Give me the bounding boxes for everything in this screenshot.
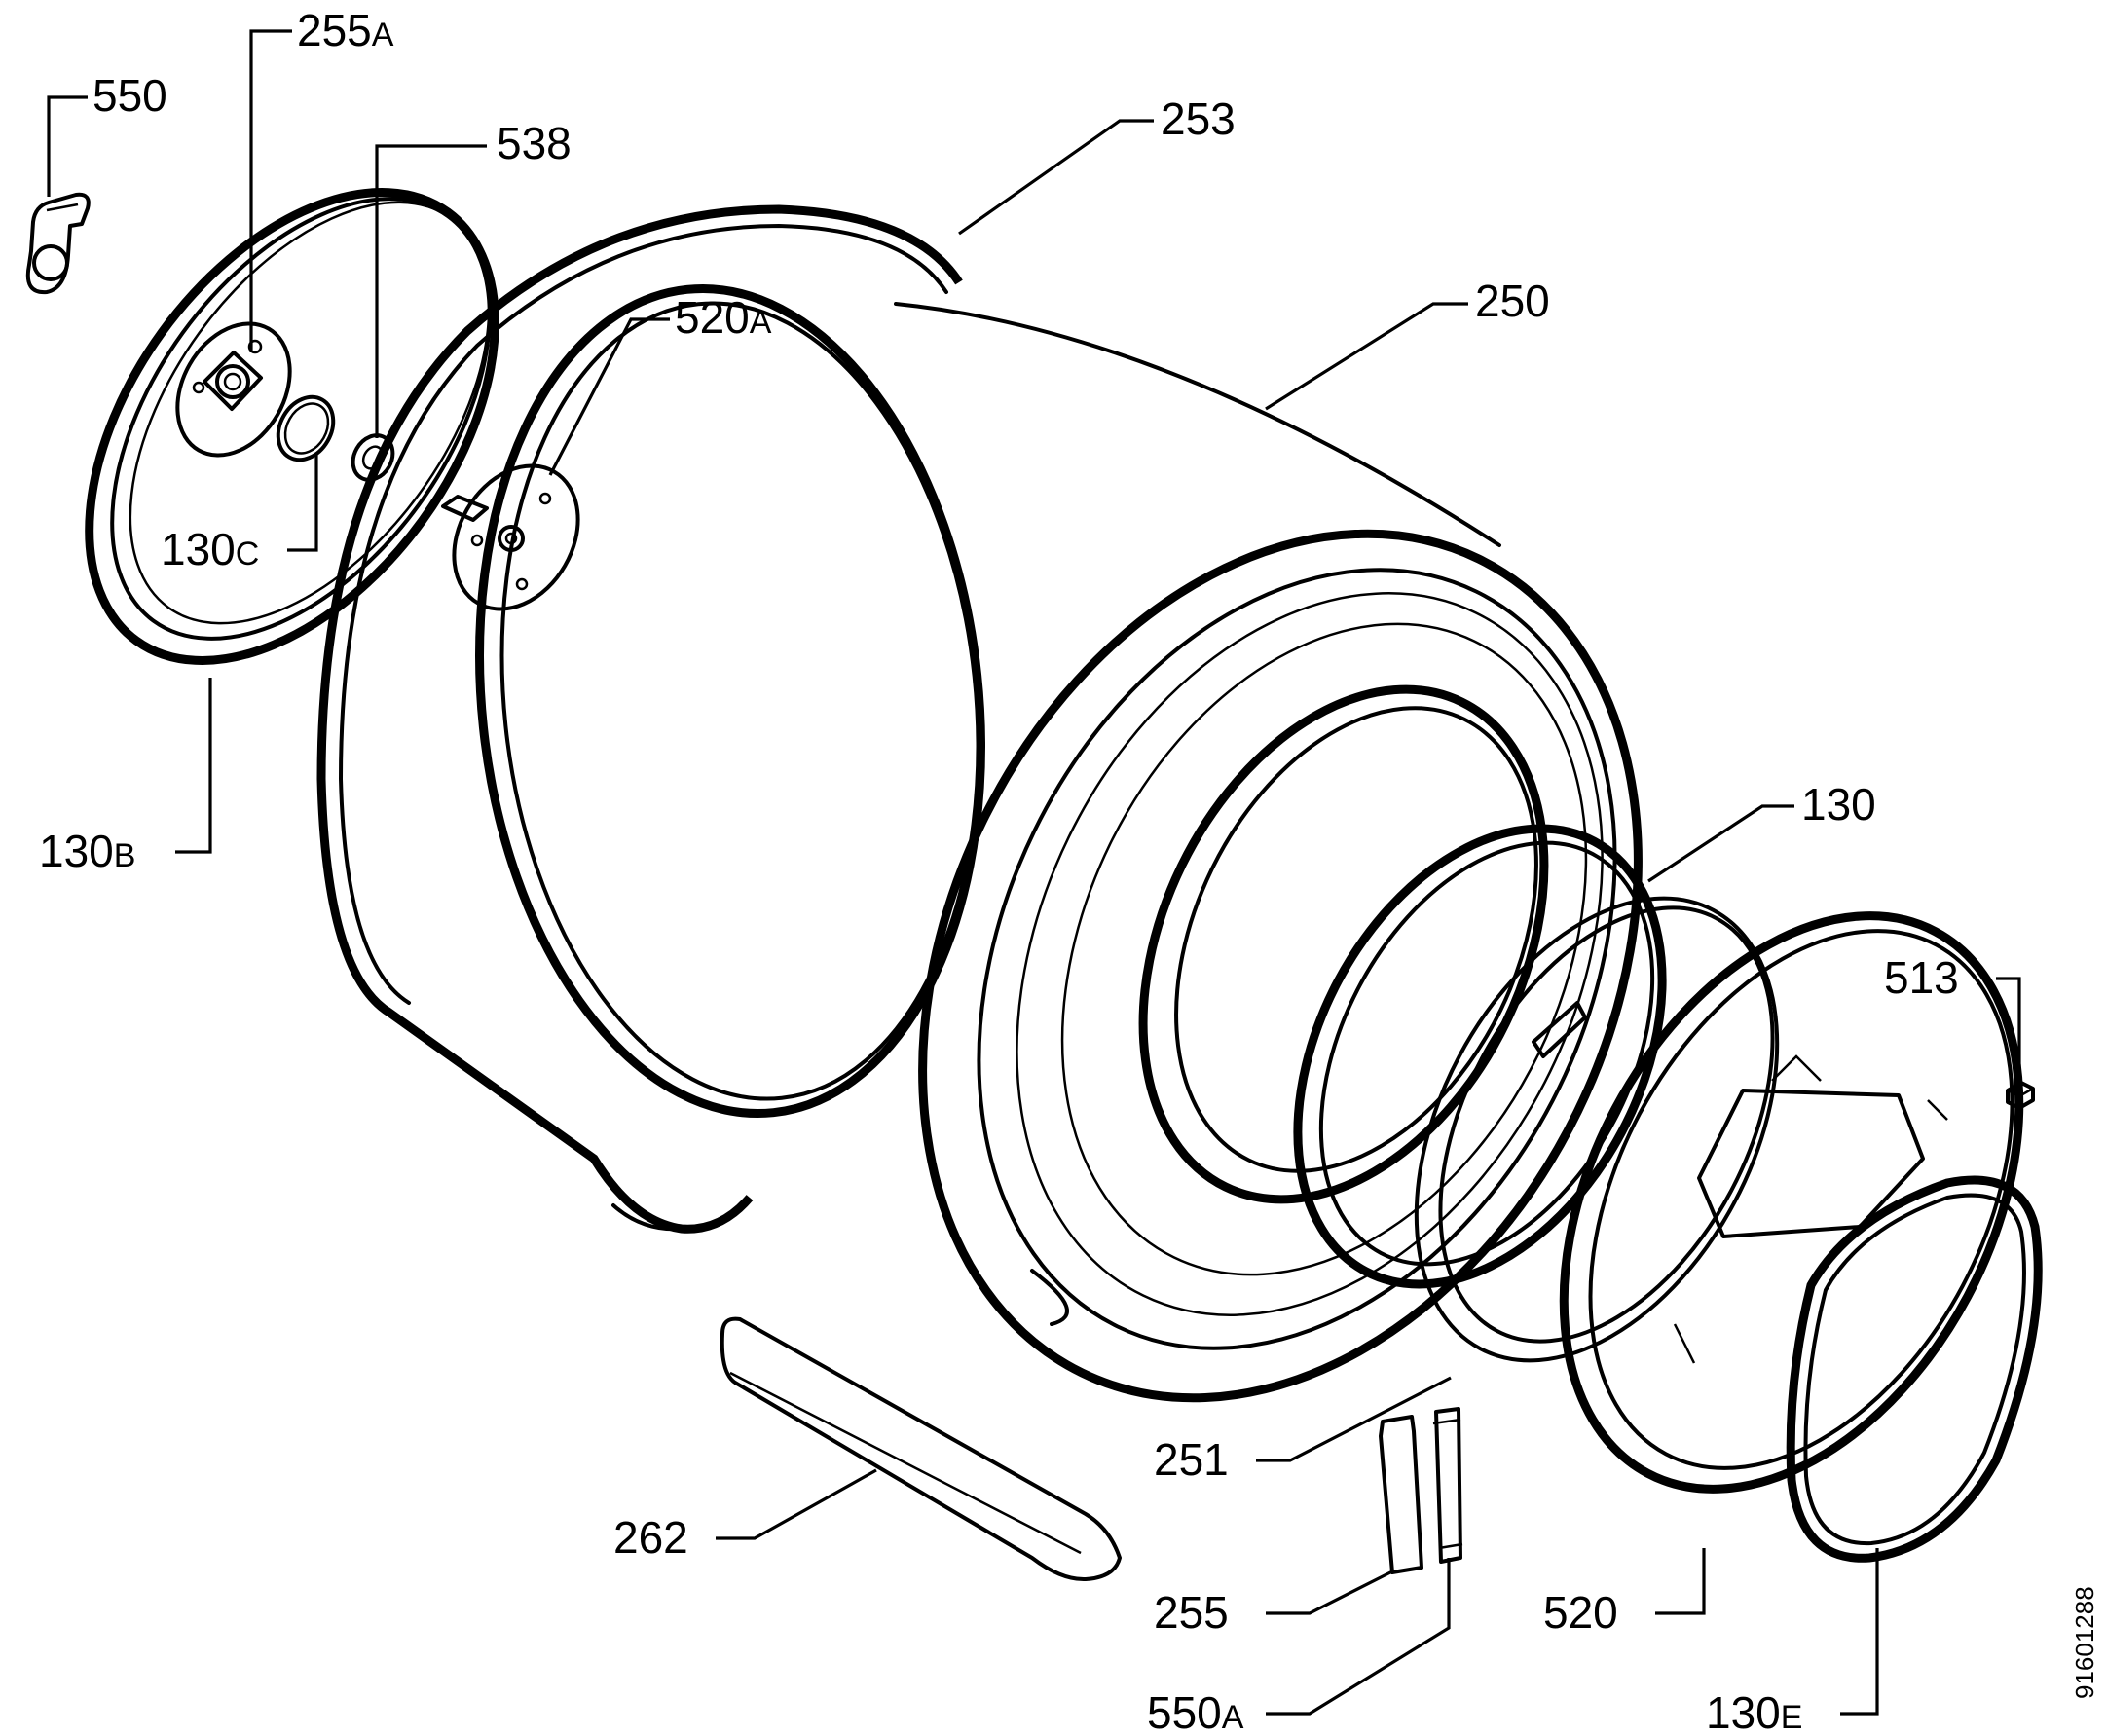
part-130-front-seal-ring xyxy=(1293,824,1667,1289)
part-253-rear-drum-section xyxy=(316,204,963,1234)
part-251-front-ring xyxy=(1414,896,1780,1363)
label-130-number: 130 xyxy=(1801,779,1876,830)
part-262-baffle xyxy=(720,1316,1122,1582)
part-130c-o-ring xyxy=(276,394,336,462)
label-513-number: 513 xyxy=(1884,952,1959,1003)
label-130c-suffix: C xyxy=(236,536,260,573)
label-130e-number: 130 xyxy=(1706,1687,1781,1736)
label-513: 513 xyxy=(1884,952,1959,1003)
part-255-bracket xyxy=(1379,1415,1423,1574)
part-130b-rear-seal-ring xyxy=(85,188,499,665)
svg-text:255A: 255A xyxy=(297,5,394,55)
svg-text:250: 250 xyxy=(1475,276,1550,326)
label-538: 538 xyxy=(497,118,572,168)
label-130c-number: 130 xyxy=(161,524,236,574)
part-513-small-block xyxy=(2006,1081,2035,1110)
label-130: 130 xyxy=(1801,779,1876,830)
label-130b-number: 130 xyxy=(39,826,114,876)
label-253: 253 xyxy=(1161,93,1236,144)
label-550a-suffix: A xyxy=(1222,1699,1244,1736)
label-550-number: 550 xyxy=(92,70,167,121)
label-255a-suffix: A xyxy=(372,17,394,54)
svg-text:251: 251 xyxy=(1154,1434,1229,1485)
svg-text:513: 513 xyxy=(1884,952,1959,1003)
drawing-reference-number: 91601288 xyxy=(2070,1586,2099,1699)
svg-text:520: 520 xyxy=(1543,1587,1618,1638)
part-550-clip xyxy=(25,192,91,295)
svg-text:130C: 130C xyxy=(161,524,259,574)
label-130b-suffix: B xyxy=(114,837,136,874)
svg-text:130B: 130B xyxy=(39,826,135,876)
leader-lines xyxy=(47,29,2021,1716)
svg-text:520A: 520A xyxy=(675,292,772,343)
svg-text:550: 550 xyxy=(92,70,167,121)
label-130e-suffix: E xyxy=(1781,1699,1803,1736)
svg-text:253: 253 xyxy=(1161,93,1236,144)
label-520a: 520A xyxy=(675,292,772,343)
label-520: 520 xyxy=(1543,1587,1618,1638)
label-520a-suffix: A xyxy=(750,304,772,341)
svg-text:130E: 130E xyxy=(1706,1687,1802,1736)
label-550: 550 xyxy=(92,70,167,121)
part-550a-strip xyxy=(1432,1407,1463,1564)
label-253-number: 253 xyxy=(1161,93,1236,144)
svg-text:538: 538 xyxy=(497,118,572,168)
part-130e-door-seal xyxy=(1786,1175,2043,1563)
label-262-number: 262 xyxy=(613,1512,688,1563)
part-255a-bearing-plate xyxy=(175,321,292,458)
label-520a-number: 520 xyxy=(675,292,750,343)
label-255-number: 255 xyxy=(1154,1587,1229,1638)
label-250: 250 xyxy=(1475,276,1550,326)
label-255a-number: 255 xyxy=(297,5,372,55)
label-251-number: 251 xyxy=(1154,1434,1229,1485)
label-550a: 550A xyxy=(1147,1687,1244,1736)
label-262: 262 xyxy=(613,1512,688,1563)
label-538-number: 538 xyxy=(497,118,572,168)
label-130b: 130B xyxy=(39,826,135,876)
label-255: 255 xyxy=(1154,1587,1229,1638)
svg-text:550A: 550A xyxy=(1147,1687,1244,1736)
part-250-main-drum xyxy=(475,283,1643,1403)
label-130e: 130E xyxy=(1706,1687,1802,1736)
label-255a: 255A xyxy=(297,5,394,55)
label-251: 251 xyxy=(1154,1434,1229,1485)
label-250-number: 250 xyxy=(1475,276,1550,326)
svg-text:255: 255 xyxy=(1154,1587,1229,1638)
label-130c: 130C xyxy=(161,524,259,574)
svg-text:262: 262 xyxy=(613,1512,688,1563)
part-520-front-bearing-support xyxy=(1559,911,2024,1494)
svg-text:130: 130 xyxy=(1801,779,1876,830)
label-550a-number: 550 xyxy=(1147,1687,1222,1736)
label-520-number: 520 xyxy=(1543,1587,1618,1638)
